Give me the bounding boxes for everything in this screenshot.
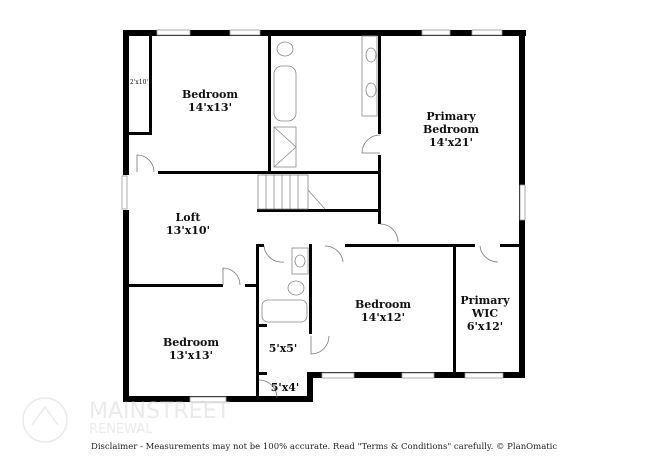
primary-bedroom-size: 14'x21': [429, 136, 473, 149]
loft-name: Loft: [176, 211, 202, 224]
watermark-line1: MAINSTREET: [89, 399, 230, 424]
loft-size: 13'x10': [166, 224, 210, 237]
doors: [136, 134, 499, 399]
bedroom-top-size: 14'x13': [188, 101, 232, 114]
watermark-line2: RENEWAL: [89, 422, 153, 437]
bedroom-bottom-name: Bedroom: [163, 336, 219, 349]
closet-5x4-size: 5'x4': [271, 381, 300, 394]
closet-size-label: 2'x10': [130, 79, 148, 86]
primary-wic-name-1: Primary: [460, 294, 510, 307]
primary-bedroom-name-2: Bedroom: [423, 123, 479, 136]
closet-5x5-size: 5'x5': [269, 342, 298, 355]
bedroom-bottom-size: 13'x13': [169, 349, 213, 362]
bedroom-right-name: Bedroom: [355, 298, 411, 311]
primary-bedroom-name-1: Primary: [426, 110, 476, 123]
windows: [121, 29, 526, 403]
stairs: [257, 174, 326, 210]
mainstreet-logo-watermark: MAINSTREET RENEWAL: [22, 397, 230, 443]
primary-wic-name-2: WIC: [471, 307, 498, 320]
bedroom-top-name: Bedroom: [182, 88, 238, 101]
bathroom-fixtures: [261, 35, 378, 323]
bedroom-right-size: 14'x12': [361, 311, 405, 324]
primary-wic-size: 6'x12': [467, 320, 503, 333]
disclaimer-text: Disclaimer - Measurements may not be 100…: [91, 442, 558, 452]
